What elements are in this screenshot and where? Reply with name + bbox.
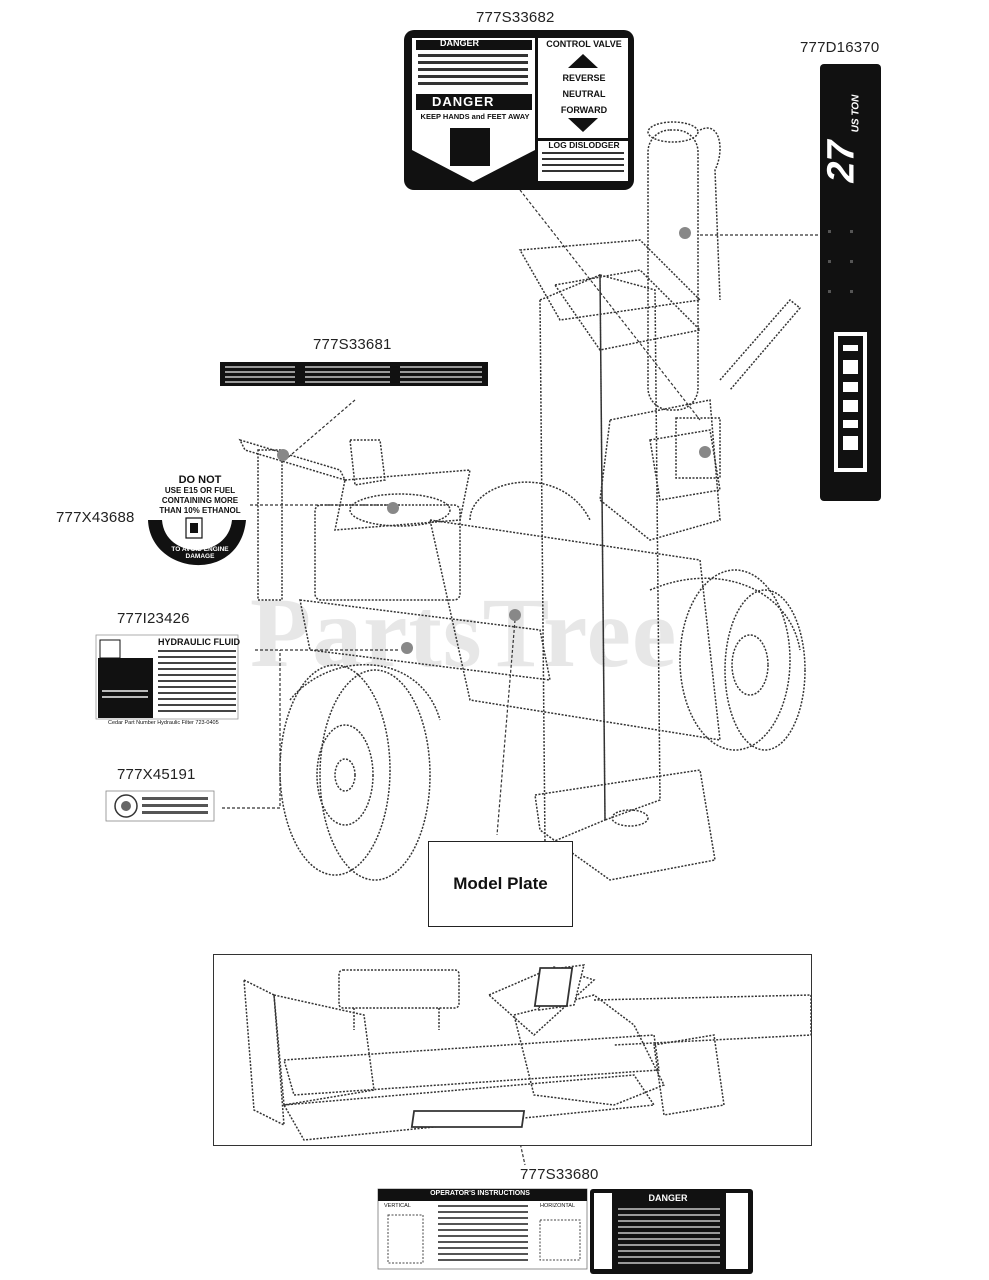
fuel-line-2: USE E15 OR FUEL	[164, 486, 236, 495]
hydraulic-footer: Cedar Part Number Hydraulic Filter 723-0…	[108, 720, 219, 726]
horizontal-label: HORIZONTAL	[540, 1203, 576, 1209]
part-number-label: 777S33681	[313, 336, 392, 353]
part-number-label: 777S33680	[520, 1166, 599, 1183]
fuel-line-3: CONTAINING MORE	[161, 496, 239, 505]
part-number-label: 777I23426	[117, 610, 190, 627]
operator-instructions-title: OPERATOR'S INSTRUCTIONS	[430, 1190, 530, 1197]
fuel-line-4: THAN 10% ETHANOL	[159, 506, 241, 515]
forward-label: FORWARD	[560, 105, 608, 115]
operator-danger-heading: DANGER	[648, 1193, 688, 1203]
log-dislodger-label: LOG DISLODGER	[548, 140, 620, 150]
part-number-label: 777X43688	[56, 509, 135, 526]
neutral-label: NEUTRAL	[562, 89, 606, 99]
danger-heading: DANGER	[432, 94, 495, 109]
vertical-label: VERTICAL	[384, 1203, 411, 1209]
control-valve-title: CONTROL VALVE	[546, 39, 622, 49]
fuel-line-1: DO NOT	[178, 474, 222, 486]
watermark: PartsTree	[250, 577, 678, 688]
horizontal-view-drawing	[243, 964, 811, 1141]
part-number-label: 777D16370	[800, 39, 880, 56]
part-number-label: 777S33682	[476, 9, 555, 26]
reverse-label: REVERSE	[562, 73, 606, 83]
danger-heading: DANGER	[440, 38, 480, 48]
model-plate-box: Model Plate	[428, 841, 573, 927]
part-number-label: 777X45191	[117, 766, 196, 783]
keep-hands-text: KEEP HANDS and FEET AWAY	[420, 112, 530, 121]
horizontal-view-inset	[213, 954, 812, 1146]
fuel-arc-text: TO AVOID ENGINE DAMAGE	[171, 546, 229, 560]
hydraulic-title: HYDRAULIC FLUID	[158, 637, 240, 647]
